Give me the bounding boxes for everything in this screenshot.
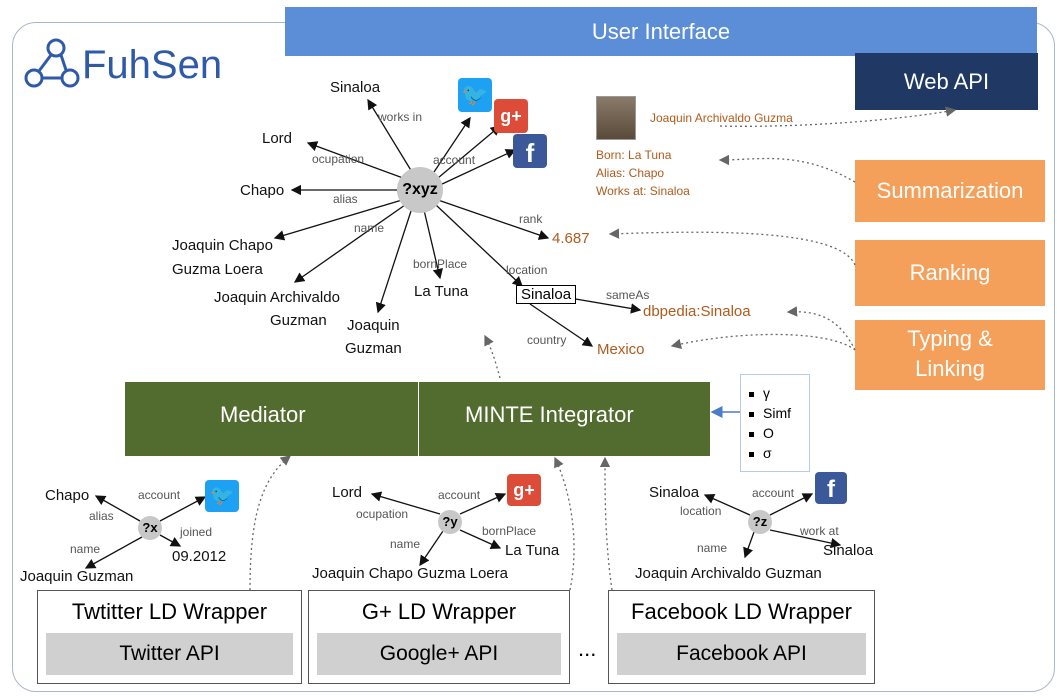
edge-account: account <box>433 153 476 167</box>
z-edge-name: name <box>697 541 728 555</box>
edge-same-as: sameAs <box>606 288 650 302</box>
target-sinaloa: Sinaloa <box>330 79 381 96</box>
z-work-value: Sinaloa <box>823 542 874 559</box>
wrapper-title: Facebook LD Wrapper <box>631 599 852 624</box>
target-la-tuna: La Tuna <box>414 283 469 300</box>
target-chapo: Chapo <box>240 182 285 199</box>
ellipsis: ... <box>578 636 597 661</box>
summary-alias: Alias: Chapo <box>596 166 665 180</box>
central-node: ?xyz <box>397 167 443 213</box>
target-name-1b: Guzma Loera <box>172 261 263 278</box>
google-plus-icon: g+ <box>507 474 541 506</box>
facebook-wrapper-box: Facebook LD Wrapper Facebook API <box>608 590 875 684</box>
web-api-box: Web API <box>855 53 1038 110</box>
edge-works-in: works in <box>378 110 423 124</box>
param-item: O <box>749 425 774 441</box>
sub-node-x: ?x <box>138 516 162 540</box>
linking-label: Linking <box>915 356 985 381</box>
param-item: Simf <box>749 405 791 421</box>
wrapper-title: G+ LD Wrapper <box>361 599 517 624</box>
sub-node-y: ?y <box>438 510 462 534</box>
target-name-3b: Guzman <box>345 340 402 357</box>
x-edge-account: account <box>138 488 181 502</box>
user-interface-bar: User Interface <box>285 7 1037 56</box>
person-photo-icon <box>596 96 636 140</box>
edge-location: location <box>506 263 548 277</box>
wrapper-title: Twtitter LD Wrapper <box>71 599 268 624</box>
z-edge-location: location <box>680 504 722 518</box>
summary-works: Works at: Sinaloa <box>596 184 690 198</box>
twitter-wrapper-box: Twtitter LD Wrapper Twitter API <box>37 590 302 684</box>
mediator-divider <box>418 382 419 456</box>
target-name-2b: Guzman <box>270 312 327 329</box>
parameters-box: γ Simf O σ <box>740 374 810 472</box>
minte-label: MINTE Integrator <box>465 402 634 427</box>
x-joined-value: 09.2012 <box>172 548 227 565</box>
wrapper-api: Twitter API <box>46 633 293 675</box>
z-edge-account: account <box>752 486 795 500</box>
x-edge-joined: joined <box>180 525 213 539</box>
target-dbpedia: dbpedia:Sinaloa <box>643 303 751 320</box>
target-mexico: Mexico <box>597 341 645 358</box>
y-name-value: Joaquin Chapo Guzma Loera <box>312 565 508 582</box>
network-logo-icon <box>24 38 80 88</box>
edge-born-place: bornPlace <box>413 257 468 271</box>
typing-label: Typing & <box>907 326 993 351</box>
ranking-box: Ranking <box>855 240 1045 306</box>
y-edge-ocupation: ocupation <box>356 507 409 521</box>
summarization-box: Summarization <box>855 160 1045 222</box>
x-edge-alias: alias <box>89 509 114 523</box>
target-name-1a: Joaquin Chapo <box>172 237 273 254</box>
z-edge-work-at: work at <box>800 524 839 538</box>
y-edge-name: name <box>390 537 421 551</box>
param-item: γ <box>749 385 770 401</box>
y-lord: Lord <box>332 484 363 501</box>
summary-born: Born: La Tuna <box>596 148 672 162</box>
sub-node-z: ?z <box>748 510 772 534</box>
edge-rank: rank <box>519 212 543 226</box>
twitter-icon: 🐦 <box>458 78 492 112</box>
y-edge-account: account <box>438 488 481 502</box>
edge-country: country <box>527 333 567 347</box>
y-edge-born-place: bornPlace <box>482 524 537 538</box>
target-name-3a: Joaquin <box>347 317 400 334</box>
x-edge-name: name <box>70 542 101 556</box>
wrapper-api: Facebook API <box>617 633 866 675</box>
google-plus-wrapper-box: G+ LD Wrapper Google+ API <box>308 590 570 684</box>
edge-name: name <box>354 221 385 235</box>
target-lord: Lord <box>262 130 293 147</box>
typing-linking-box: Typing & Linking <box>855 320 1045 390</box>
target-name-2a: Joaquin Archivaldo <box>214 289 340 306</box>
target-location-value: Sinaloa <box>516 285 577 304</box>
x-name-value: Joaquin Guzman <box>20 568 134 585</box>
brand-name: FuhSen <box>82 43 223 87</box>
twitter-icon: 🐦 <box>205 480 239 512</box>
wrapper-api: Google+ API <box>317 633 561 675</box>
z-name-value: Joaquin Archivaldo Guzman <box>635 565 822 582</box>
z-sinaloa: Sinaloa <box>649 484 700 501</box>
facebook-icon: f <box>815 472 847 504</box>
edge-ocupation: ocupation <box>312 152 365 166</box>
summary-name: Joaquin Archivaldo Guzma <box>650 111 793 125</box>
mediator-label: Mediator <box>220 402 306 427</box>
facebook-icon: f <box>513 134 547 168</box>
param-item: σ <box>749 445 772 461</box>
target-rank-value: 4.687 <box>552 230 590 247</box>
y-born-value: La Tuna <box>505 542 560 559</box>
google-plus-icon: g+ <box>494 99 528 133</box>
mediator-integrator-box: Mediator MINTE Integrator <box>125 382 710 456</box>
edge-alias: alias <box>333 192 358 206</box>
x-chapo: Chapo <box>45 487 90 504</box>
